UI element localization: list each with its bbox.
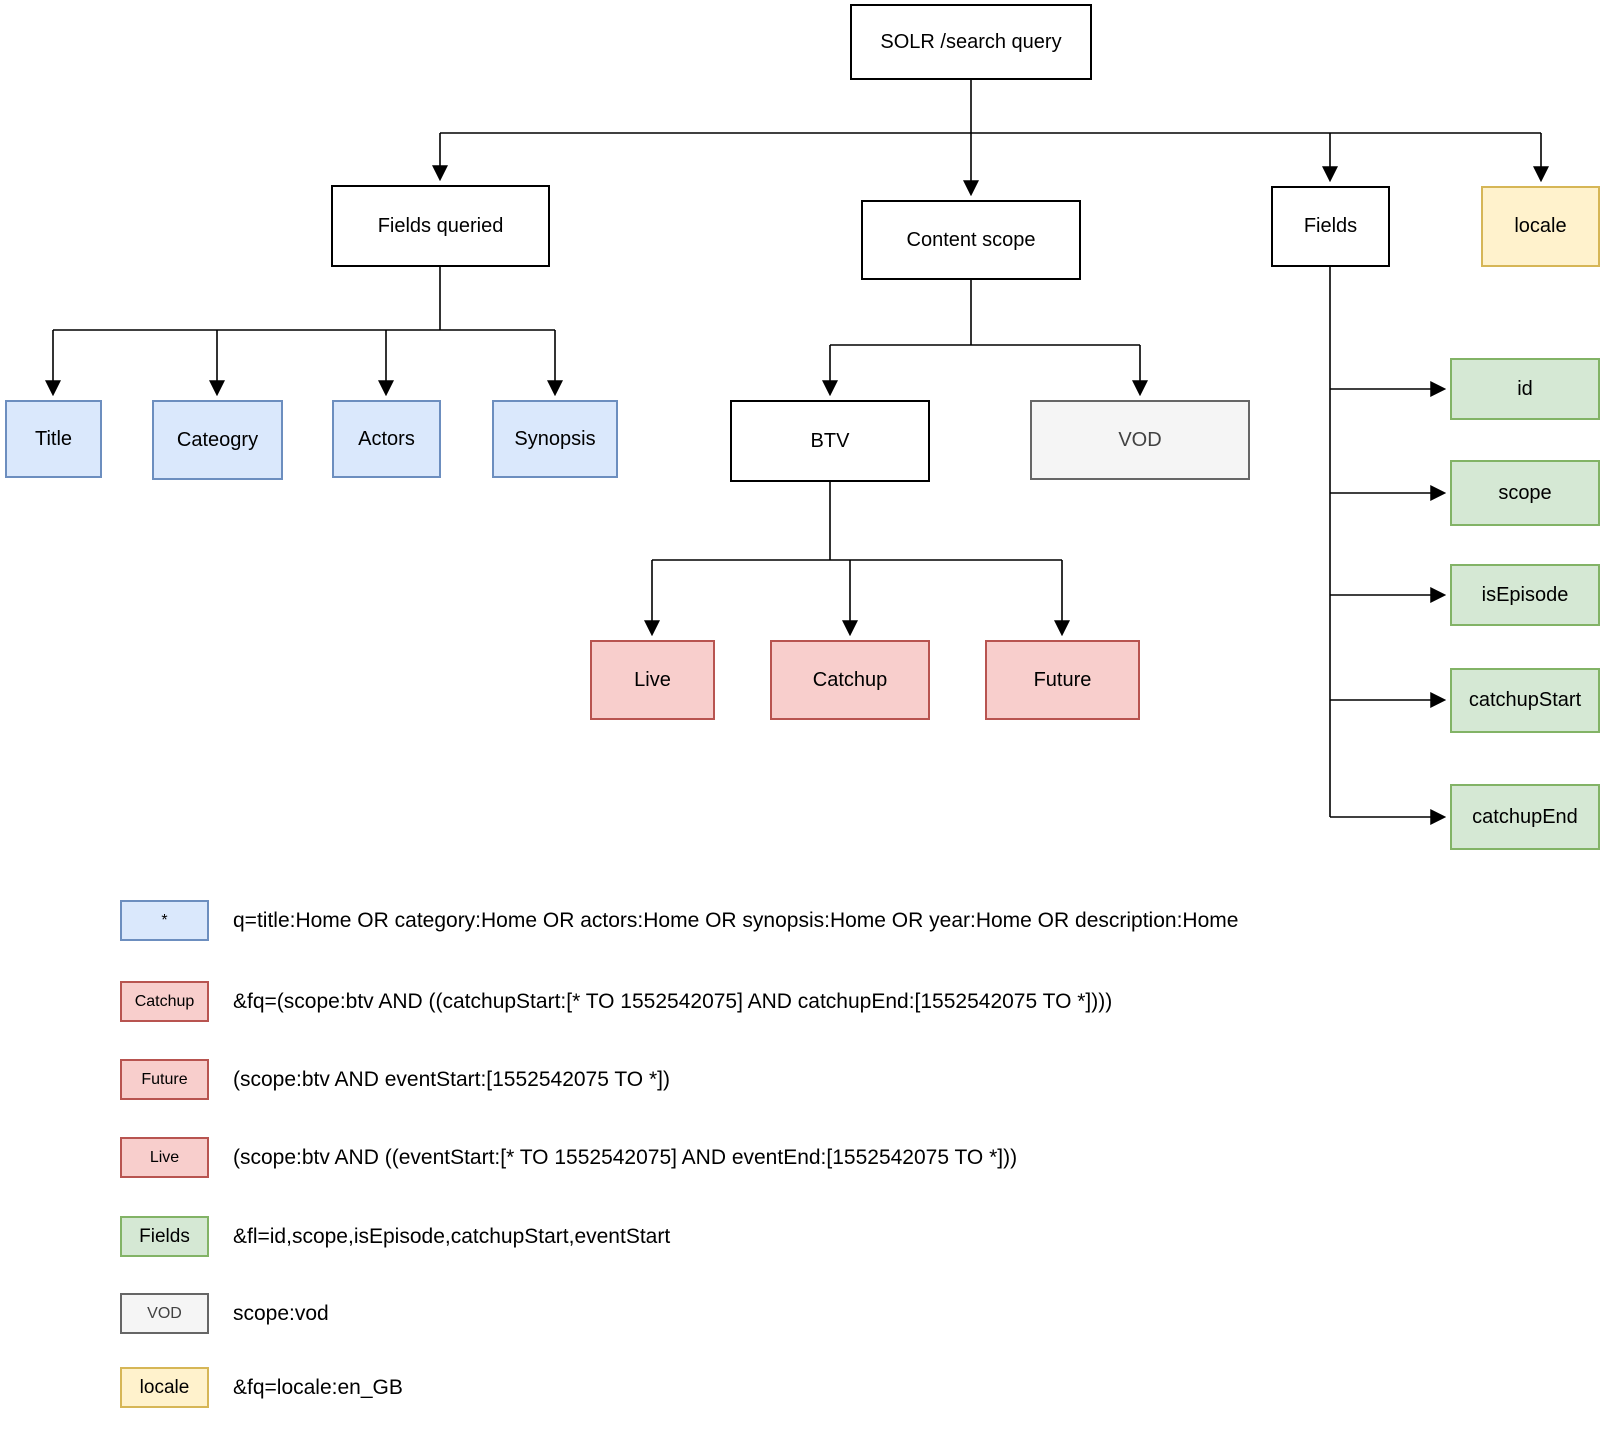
legend-text-catchup: &fq=(scope:btv AND ((catchupStart:[* TO … <box>233 989 1113 1013</box>
legend-text-future: (scope:btv AND eventStart:[1552542075 TO… <box>233 1067 670 1091</box>
node-synopsis: Synopsis <box>492 400 618 478</box>
node-locale: locale <box>1481 186 1600 267</box>
node-fields: Fields <box>1271 186 1390 267</box>
node-content-scope: Content scope <box>861 200 1081 280</box>
node-catchup: Catchup <box>770 640 930 720</box>
legend-key-vod: VOD <box>120 1293 209 1334</box>
legend-key-live: Live <box>120 1137 209 1178</box>
node-actors: Actors <box>332 400 441 478</box>
legend-text-live: (scope:btv AND ((eventStart:[* TO 155254… <box>233 1145 1018 1169</box>
node-id: id <box>1450 358 1600 420</box>
node-catchupstart: catchupStart <box>1450 668 1600 733</box>
legend-row-locale: locale &fq=locale:en_GB <box>120 1367 403 1408</box>
node-cateogry: Cateogry <box>152 400 283 480</box>
node-isepisode: isEpisode <box>1450 564 1600 626</box>
legend-row-catchup: Catchup &fq=(scope:btv AND ((catchupStar… <box>120 981 1112 1022</box>
node-catchupend: catchupEnd <box>1450 784 1600 850</box>
node-title: Title <box>5 400 102 478</box>
legend-text-locale: &fq=locale:en_GB <box>233 1375 403 1399</box>
node-scope: scope <box>1450 460 1600 526</box>
node-future: Future <box>985 640 1140 720</box>
node-live: Live <box>590 640 715 720</box>
legend-key-catchup: Catchup <box>120 981 209 1022</box>
legend-row-fields: Fields &fl=id,scope,isEpisode,catchupSta… <box>120 1216 670 1257</box>
legend-row-vod: VOD scope:vod <box>120 1293 329 1334</box>
legend-key-locale: locale <box>120 1367 209 1408</box>
legend-row-wildcard: * q=title:Home OR category:Home OR actor… <box>120 900 1238 941</box>
legend-text-vod: scope:vod <box>233 1301 329 1325</box>
legend-key-future: Future <box>120 1059 209 1100</box>
node-fields-queried: Fields queried <box>331 185 550 267</box>
node-btv: BTV <box>730 400 930 482</box>
legend-key-wildcard: * <box>120 900 209 941</box>
node-solr-search-query: SOLR /search query <box>850 4 1092 80</box>
legend-key-fields: Fields <box>120 1216 209 1257</box>
legend-text-wildcard: q=title:Home OR category:Home OR actors:… <box>233 908 1239 932</box>
legend-row-live: Live (scope:btv AND ((eventStart:[* TO 1… <box>120 1137 1017 1178</box>
node-vod: VOD <box>1030 400 1250 480</box>
legend-text-fields: &fl=id,scope,isEpisode,catchupStart,even… <box>233 1224 671 1248</box>
legend-row-future: Future (scope:btv AND eventStart:[155254… <box>120 1059 670 1100</box>
